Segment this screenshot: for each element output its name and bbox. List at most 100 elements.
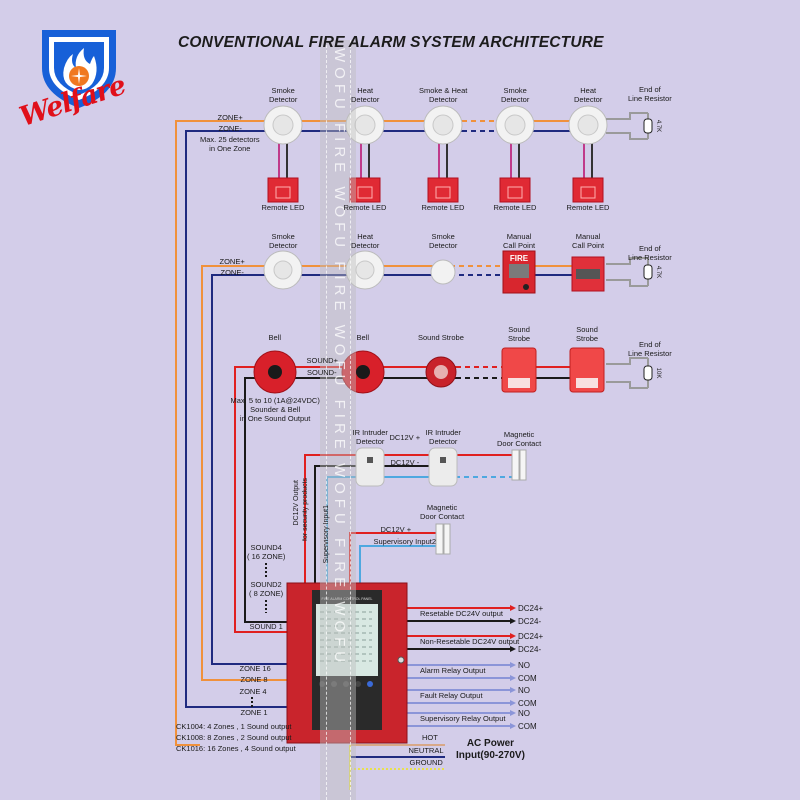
arrow-icon [510, 646, 516, 652]
ac-power-label: AC Power Input(90-270V) [456, 738, 525, 762]
remote-led-label: Remote LED [262, 203, 305, 212]
eol-zone1-label-line: Line Resistor [628, 94, 672, 103]
sound-loop-note-line: Sounder & Bell [250, 405, 301, 414]
sound1-output-label-line: SOUND 1 [249, 622, 283, 631]
terminal-label: DC24+ [518, 604, 543, 614]
terminal-label-line: COM [518, 674, 537, 683]
zone1-device-label-line: Detector [429, 95, 458, 104]
zone1-device-label-line: Detector [574, 95, 603, 104]
eol-zone1-value: 4.7K [655, 120, 661, 132]
eol-zone2-wire [606, 279, 648, 287]
model-spec-line: CK1016: 16 Zones , 4 Sound output [176, 744, 296, 753]
bell-center [356, 365, 370, 379]
eol-sound-label-line: End of [639, 340, 661, 349]
call-point-glass [509, 264, 529, 278]
eol-zone2-label-line: Line Resistor [628, 253, 672, 262]
ir-intruder-detector-icon [428, 447, 458, 487]
zone2-negative-rail [211, 274, 300, 665]
remote-led-label-line: Remote LED [343, 203, 387, 212]
zone2-positive-rail [201, 265, 300, 681]
dc12v-positive-label-line: DC12V + [389, 433, 421, 442]
output-label-line: Supervisory Relay Output [420, 714, 506, 723]
ir-detector-label-line: Detector [429, 437, 458, 446]
call-point-glass [576, 269, 600, 279]
panel-button [367, 681, 373, 687]
arrow-icon [510, 687, 516, 693]
model-spec: CK1016: 16 Zones , 4 Sound output [176, 744, 296, 753]
smoke-detector-center [273, 260, 293, 280]
eol-zone1-label-line: End of [639, 85, 661, 94]
terminal-label-line: DC24+ [518, 604, 544, 613]
remote-led-window [507, 186, 523, 199]
zone16-output-label: ZONE 16 [240, 664, 271, 673]
eol-zone2-value: 4.7K [655, 266, 661, 278]
resistor-icon [643, 365, 653, 381]
resistor-icon [643, 264, 653, 280]
panel-button [355, 681, 361, 687]
output-label: Non-Resetable DC24V output [420, 637, 519, 646]
eol-zone2-wire [606, 257, 648, 265]
sound-device-label-line: Strobe [508, 334, 531, 343]
panel-button [331, 681, 337, 687]
zone1-device-label-line: Detector [501, 95, 530, 104]
hot-label: HOT [422, 733, 438, 742]
strobe-lens [508, 378, 530, 388]
arrow-icon [510, 633, 516, 639]
terminal-label-line: COM [518, 722, 537, 731]
zone2-device-label-line: Smoke [431, 232, 455, 241]
magnetic-door-contact-icon [511, 449, 520, 481]
sound-positive-label: SOUND+ [307, 356, 338, 365]
arrow-icon [510, 723, 516, 729]
ir-detector-label-line: IR Intruder [425, 428, 461, 437]
zone2-device-label-line: Detector [429, 241, 458, 250]
zone2-device-label-line: Detector [269, 241, 298, 250]
sound-device-label: Sound Strobe [418, 333, 464, 342]
heat-detector-center [354, 114, 376, 136]
sound4-output-label-line: ( 16 ZONE) [247, 552, 286, 561]
supervisory2-label-line: Supervisory Input2 [373, 537, 437, 546]
door-contact-label-line: Magnetic [426, 503, 458, 512]
terminal-label: DC24- [518, 617, 541, 627]
zone2-positive-label: ZONE+ [220, 257, 245, 266]
output-label: Supervisory Relay Output [420, 714, 505, 723]
heat-detector-center [355, 260, 375, 280]
hot-label-line: HOT [422, 733, 438, 742]
terminal-label: DC24- [518, 645, 541, 655]
zone2-negative-label-line: ZONE- [220, 268, 244, 277]
sound-loop-note-line: Max. 5 to 10 (1A@24VDC) [230, 396, 320, 405]
remote-led-label-line: Remote LED [566, 203, 610, 212]
remote-led-label: Remote LED [494, 203, 537, 212]
zone2-device-label-line: Heat [357, 232, 374, 241]
ir-lens [440, 457, 446, 463]
ir-intruder-detector-icon [355, 447, 385, 487]
terminal-label-line: DC24- [518, 645, 542, 654]
remote-led-window [357, 186, 373, 199]
dc12v-negative-wire [314, 465, 440, 600]
terminal-label-line: DC24- [518, 617, 542, 626]
sound-negative-label: SOUND- [307, 368, 337, 377]
resistor-icon [643, 118, 653, 134]
heat-detector-center [504, 114, 526, 136]
sound-device-label-line: Bell [268, 333, 282, 342]
output-label-line: Non-Resetable DC24V output [420, 637, 520, 646]
security-products-label: for security products [302, 478, 309, 542]
model-spec-line: CK1008: 8 Zones , 2 Sound output [176, 733, 292, 742]
zone2-device-label-line: Manual [575, 232, 601, 241]
call-point-key [523, 284, 529, 290]
eol-sound-wire [606, 357, 648, 365]
terminal-label: COM [518, 674, 537, 684]
output-label-line: Resetable DC24V output [420, 609, 503, 618]
terminal-label-line: NO [518, 661, 530, 670]
magnetic-door-contact-icon [435, 523, 444, 555]
strobe-lens [576, 378, 598, 388]
sound2-output-label: SOUND2( 8 ZONE) [249, 580, 283, 598]
terminal-label: NO [518, 686, 530, 696]
